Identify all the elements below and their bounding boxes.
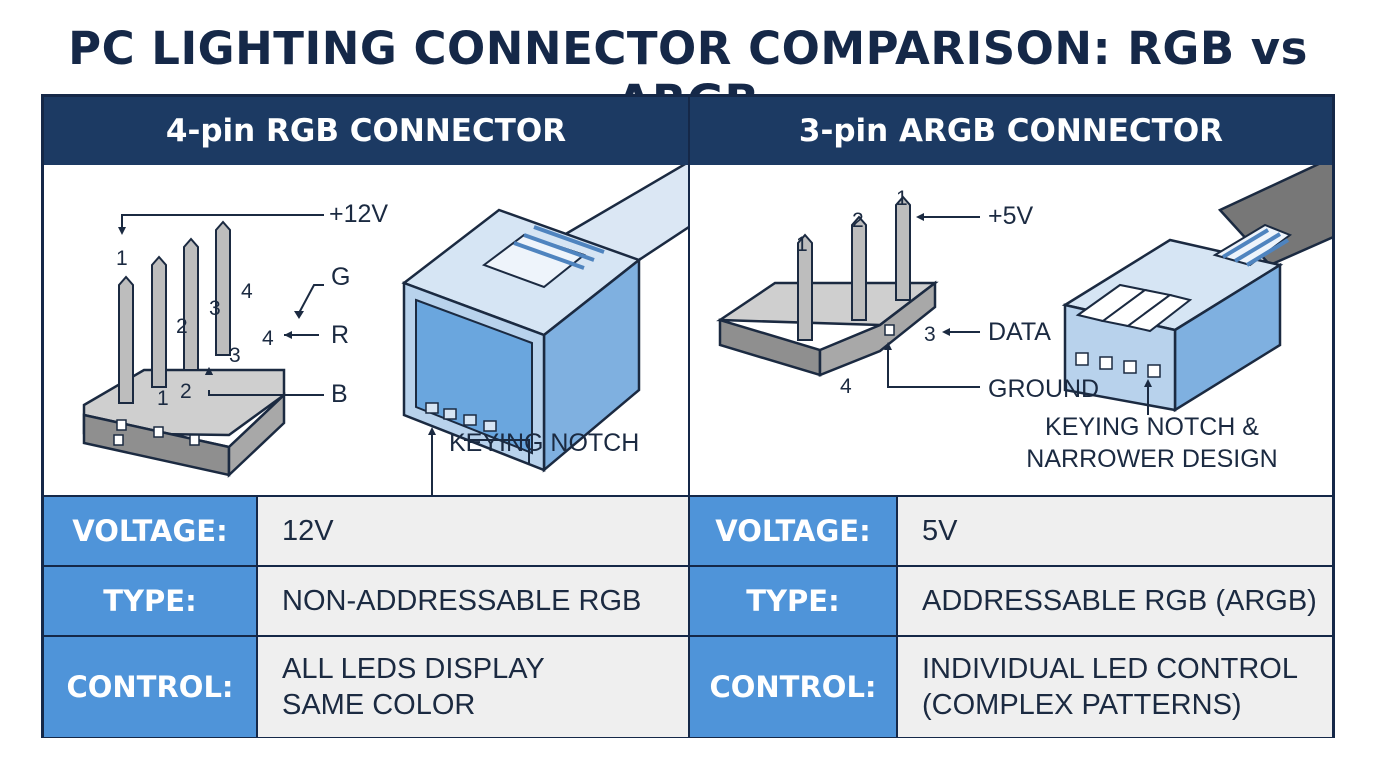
label-ground: GROUND	[988, 375, 1099, 403]
callout-line-1: KEYING NOTCH &	[1045, 413, 1259, 441]
pin-num-top-3: 3	[209, 297, 221, 320]
pin-num-4: 4	[840, 375, 852, 398]
argb-header: 3-pin ARGB CONNECTOR	[690, 97, 1332, 165]
rgb-type-value: NON-ADDRESSABLE RGB	[258, 567, 688, 635]
argb-type-label: TYPE:	[690, 567, 898, 635]
label-g: G	[331, 263, 350, 291]
rgb-voltage-label: VOLTAGE:	[44, 497, 258, 565]
rgb-row-voltage: VOLTAGE: 12V	[44, 497, 688, 567]
argb-voltage-label: VOLTAGE:	[690, 497, 898, 565]
rgb-row-type: TYPE: NON-ADDRESSABLE RGB	[44, 567, 688, 637]
argb-leader-lines	[887, 216, 1149, 415]
pin-num-1-left: 1	[796, 233, 808, 256]
pin-num-side-3: 3	[229, 344, 241, 367]
rgb-control-value: ALL LEDS DISPLAY SAME COLOR	[258, 637, 688, 737]
argb-control-label: CONTROL:	[690, 637, 898, 737]
pin-num-1-right: 1	[896, 187, 908, 210]
label-plus12v: +12V	[329, 200, 388, 228]
argb-control-value: INDIVIDUAL LED CONTROL (COMPLEX PATTERNS…	[898, 637, 1332, 737]
pin-num-3: 3	[924, 323, 936, 346]
label-data: DATA	[988, 318, 1051, 346]
rgb-control-label: CONTROL:	[44, 637, 258, 737]
argb-pin-header	[716, 195, 939, 377]
rgb-connector-diagram: +12V G R B 1 2 3 4 1 2 3 4 KEYING NOTCH	[44, 157, 694, 511]
rgb-type-label: TYPE:	[44, 567, 258, 635]
comparison-table: 4-pin RGB CONNECTOR 3-pin ARGB CONNECTOR	[41, 94, 1340, 738]
label-b: B	[331, 380, 348, 408]
pin-num-side-2: 2	[180, 380, 192, 403]
argb-voltage-value: 5V	[898, 497, 1332, 565]
callout-keying-notch: KEYING NOTCH	[449, 429, 639, 457]
label-plus5v: +5V	[988, 202, 1034, 230]
pin-num-2: 2	[852, 209, 864, 232]
rgb-header: 4-pin RGB CONNECTOR	[44, 97, 688, 165]
callout-line-2: NARROWER DESIGN	[1026, 445, 1277, 473]
column-divider	[688, 97, 690, 735]
argb-row-voltage: VOLTAGE: 5V	[690, 497, 1332, 567]
rgb-pin-header	[82, 220, 286, 478]
rgb-voltage-value: 12V	[258, 497, 688, 565]
label-r: R	[331, 321, 349, 349]
pin-num-top-1: 1	[116, 247, 128, 270]
argb-type-value: ADDRESSABLE RGB (ARGB)	[898, 567, 1332, 635]
pin-num-side-4: 4	[262, 327, 274, 350]
spec-table: VOLTAGE: 12V TYPE: NON-ADDRESSABLE RGB C…	[44, 495, 1332, 737]
pin-num-top-4: 4	[241, 280, 253, 303]
rgb-plug	[401, 208, 642, 473]
pin-num-top-2: 2	[176, 315, 188, 338]
rgb-row-control: CONTROL: ALL LEDS DISPLAY SAME COLOR	[44, 637, 688, 737]
argb-connector-diagram: +5V DATA GROUND 1 2 1 3 4 KEYING NOTCH &…	[690, 153, 1340, 495]
pin-num-side-1: 1	[157, 387, 169, 410]
argb-row-control: CONTROL: INDIVIDUAL LED CONTROL (COMPLEX…	[690, 637, 1332, 737]
argb-row-type: TYPE: ADDRESSABLE RGB (ARGB)	[690, 567, 1332, 637]
